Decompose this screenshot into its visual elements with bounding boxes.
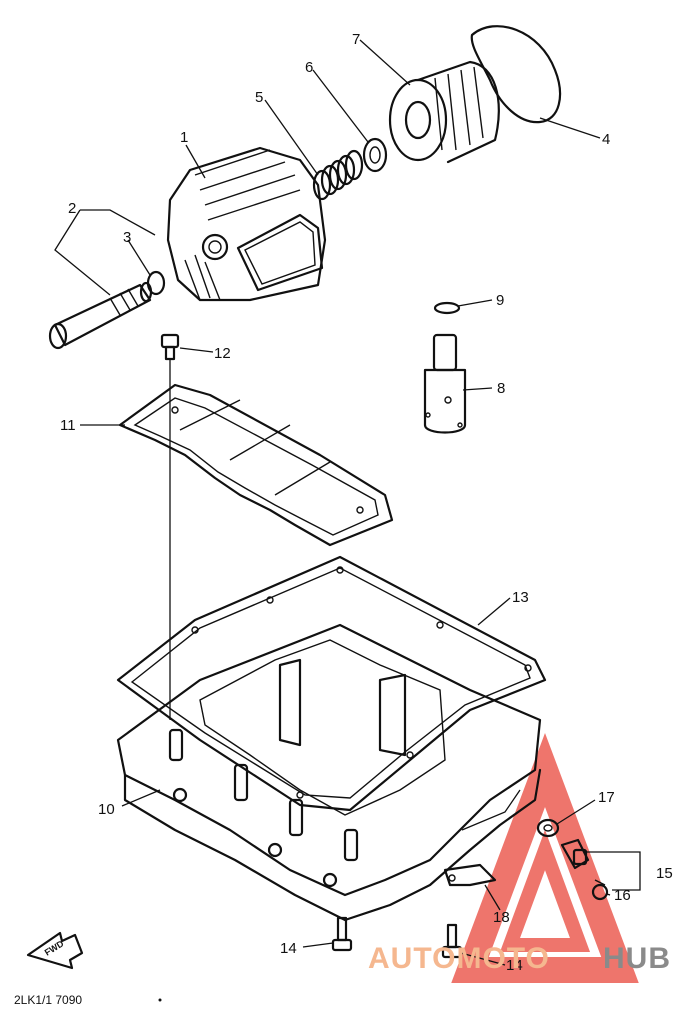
strainer-bolt bbox=[160, 333, 180, 361]
watermark-hub: HUB bbox=[603, 942, 671, 975]
watermark-automoto: AUTOMOTO bbox=[368, 942, 550, 975]
callout-1: 1 bbox=[180, 129, 188, 146]
callout-labels: 1 2 3 4 5 6 7 8 9 10 11 12 13 14 14 15 1… bbox=[60, 31, 673, 974]
callout-13: 13 bbox=[512, 589, 529, 606]
watermark-logo bbox=[451, 732, 639, 983]
callout-18: 18 bbox=[493, 909, 510, 926]
callout-4: 4 bbox=[602, 131, 610, 148]
callout-6: 6 bbox=[305, 59, 313, 76]
switch-screw bbox=[591, 879, 609, 901]
o-ring-small bbox=[146, 270, 166, 296]
diagram-code: 2LK1/1 7090 bbox=[14, 993, 82, 1007]
forward-direction-arrow: FWD bbox=[26, 931, 84, 970]
callout-9: 9 bbox=[496, 292, 504, 309]
callout-15: 15 bbox=[656, 865, 673, 882]
relief-valve bbox=[423, 333, 467, 434]
oil-pan-gasket bbox=[116, 555, 547, 812]
callout-3: 3 bbox=[123, 229, 131, 246]
switch-bracket bbox=[443, 863, 497, 887]
oil-pan bbox=[116, 623, 542, 922]
callout-16: 16 bbox=[614, 887, 631, 904]
o-ring-large bbox=[470, 25, 562, 124]
callout-2: 2 bbox=[68, 200, 76, 217]
oil-strainer-plate bbox=[118, 383, 394, 547]
callout-11: 11 bbox=[60, 417, 76, 434]
oil-level-switch bbox=[560, 838, 590, 870]
dot-mark bbox=[158, 998, 162, 1002]
callout-17: 17 bbox=[598, 789, 615, 806]
oil-filter-cover bbox=[166, 146, 327, 302]
oil-filter-element bbox=[388, 60, 500, 164]
watermark-text: AUTOMOTO HUB bbox=[368, 942, 671, 975]
callout-8: 8 bbox=[497, 380, 505, 397]
cover-bolt bbox=[48, 281, 153, 350]
callout-14-left: 14 bbox=[280, 940, 297, 957]
callout-14-right: 14 bbox=[506, 957, 523, 974]
drain-bolt-right bbox=[441, 923, 463, 959]
drain-washer bbox=[536, 818, 560, 838]
callout-12: 12 bbox=[214, 345, 231, 362]
washer bbox=[362, 137, 388, 173]
callout-10: 10 bbox=[98, 801, 115, 818]
drain-bolt-left bbox=[331, 916, 353, 952]
callout-7: 7 bbox=[352, 31, 360, 48]
compression-spring bbox=[312, 149, 364, 201]
o-ring-valve bbox=[433, 301, 461, 315]
callout-5: 5 bbox=[255, 89, 263, 106]
leader-lines bbox=[54, 39, 641, 966]
